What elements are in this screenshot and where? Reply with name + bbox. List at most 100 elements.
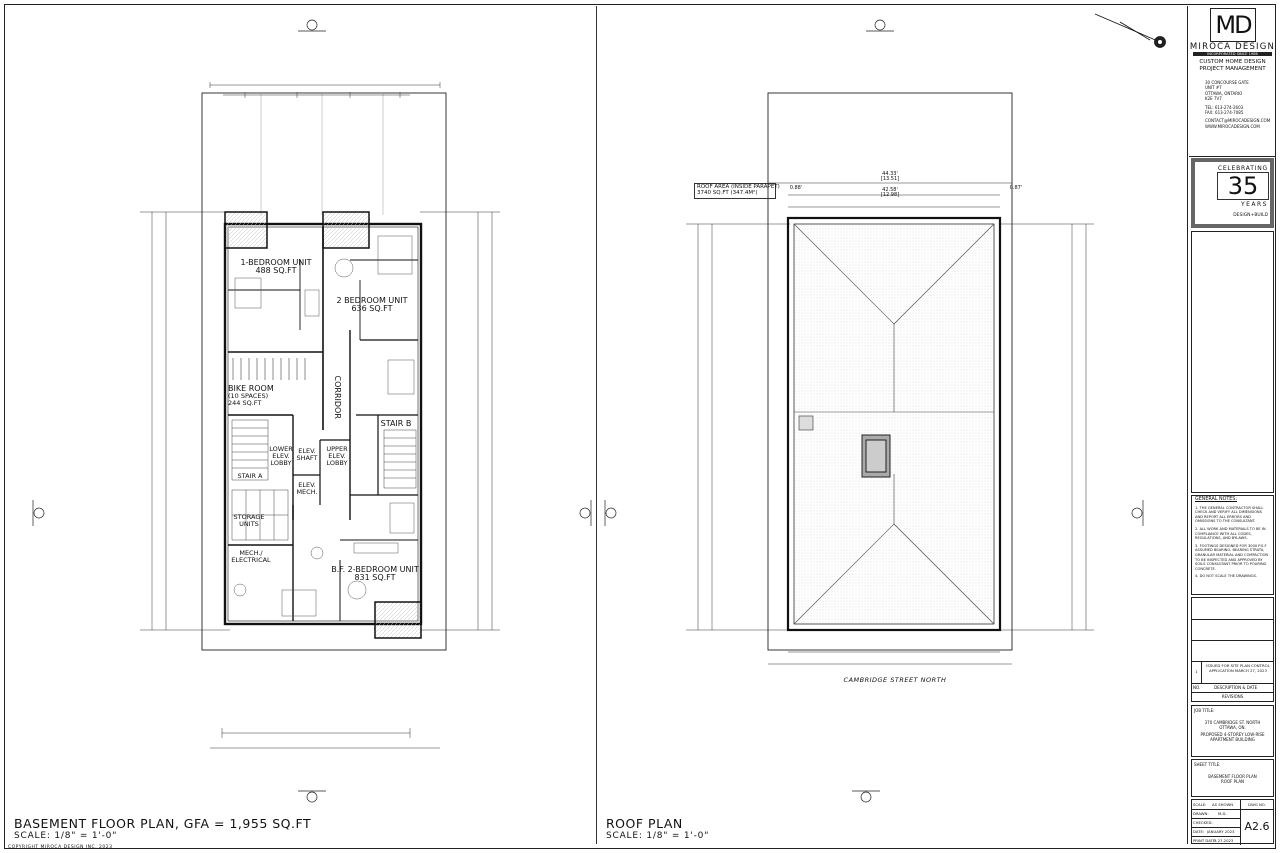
address-line-4: K2E 7V7 <box>1205 96 1222 102</box>
roof-dim-inner-metric: [12.98] <box>880 192 900 199</box>
elev-mech-line1: ELEV. <box>298 481 316 489</box>
drawn-field: DRAWN: M.D. <box>1192 809 1240 819</box>
company-logo: MD <box>1210 8 1256 42</box>
sheet-line-1: BASEMENT FLOOR PLAN <box>1208 774 1257 779</box>
drawing-info-fields: SCALE: AS SHOWN DRAWN: M.D. CHECKED: DAT… <box>1192 800 1241 845</box>
storage-line1: STORAGE <box>233 513 265 521</box>
sheet-divider <box>596 6 597 844</box>
general-notes: GENERAL NOTES: 1. THE GENERAL CONTRACTOR… <box>1191 495 1274 595</box>
job-title-text: 370 CAMBRIDGE ST. NORTH OTTAWA, ON. PROP… <box>1192 720 1273 742</box>
basement-bottom-dimensions <box>210 728 440 749</box>
print-date-label: PRINT DATE: <box>1193 838 1217 843</box>
scale-value: AS SHOWN <box>1212 802 1234 807</box>
scale-field: SCALE: AS SHOWN <box>1192 800 1240 810</box>
room-stair-a: STAIR A <box>232 473 268 480</box>
revision-description: ISSUED FOR SITE PLAN CONTROL APPLICATION… <box>1206 663 1270 673</box>
basement-building <box>223 211 423 639</box>
bike-room-area: 244 SQ.FT <box>228 399 262 408</box>
sheet-title-panel: SHEET TITLE: BASEMENT FLOOR PLAN ROOF PL… <box>1191 759 1274 797</box>
revisions-table: 1 ISSUED FOR SITE PLAN CONTROL APPLICATI… <box>1191 597 1274 702</box>
sheet-title-label: SHEET TITLE: <box>1194 762 1221 767</box>
drawing-info-panel: SCALE: AS SHOWN DRAWN: M.D. CHECKED: DAT… <box>1191 799 1274 845</box>
bf-unit-area: 831 SQ.FT <box>354 573 396 583</box>
bf-unit-label: B.F. 2-BEDROOM UNIT <box>331 565 419 574</box>
sheet-border <box>4 4 1276 849</box>
roof-area-box: ROOF AREA (INSIDE PARAPET) 3740 SQ.FT (3… <box>694 183 780 199</box>
storage-line2: UNITS <box>239 519 259 528</box>
bike-room-spaces: (10 SPACES) <box>228 392 269 401</box>
title-block: MD MIROCA DESIGN INCORPORATED SINCE 1986… <box>1189 6 1276 845</box>
sheet-title-text: BASEMENT FLOOR PLAN ROOF PLAN <box>1192 774 1273 784</box>
note-1: 1. THE GENERAL CONTRACTOR SHALL CHECK AN… <box>1195 505 1264 524</box>
date-field: DATE: JANUARY 2023 <box>1192 827 1240 837</box>
one-bedroom-area: 488 SQ.FT <box>255 266 297 276</box>
roof-dim-top: 44.33' <box>882 171 898 177</box>
company-address: 30 CONCOURSE GATE UNIT #7 OTTAWA, ONTARI… <box>1205 80 1270 129</box>
room-mech-electrical: MECH./ ELECTRICAL <box>229 550 273 564</box>
upper-lobby-line2: ELEV. <box>328 451 346 460</box>
sheet-line-2: ROOF PLAN <box>1220 779 1245 784</box>
basement-site-outline <box>201 92 447 651</box>
lower-lobby-line1: LOWER <box>269 445 293 453</box>
revision-row-1: 1 ISSUED FOR SITE PLAN CONTROL APPLICATI… <box>1192 661 1273 684</box>
roof-slopes <box>793 223 995 625</box>
corridor-label: CORRIDOR <box>333 375 343 419</box>
stair-treads <box>231 419 417 489</box>
print-date-field: PRINT DATE: 3.27.2023 <box>1192 836 1240 845</box>
lower-lobby-line2: ELEV. <box>272 451 290 460</box>
email-link[interactable]: CONTACT@MIROCADESIGN.COM <box>1205 118 1271 124</box>
print-date-value: 3.27.2023 <box>1214 838 1234 843</box>
stair-b-label: STAIR B <box>380 419 412 428</box>
elev-mech-line2: MECH. <box>296 487 318 496</box>
elev-shaft-line1: ELEV. <box>298 447 316 455</box>
blank-panel <box>1191 231 1274 493</box>
revision-row-blank-1 <box>1192 598 1273 620</box>
roof-dimensions <box>686 180 1094 665</box>
address-line-2: UNIT #7 <box>1205 85 1222 91</box>
room-one-bedroom: 1-BEDROOM UNIT 488 SQ.FT <box>232 258 320 276</box>
room-two-bedroom: 2 BEDROOM UNIT 636 SQ.FT <box>324 296 420 314</box>
company-incorporated: INCORPORATED SINCE 1986 <box>1193 52 1272 56</box>
website-link[interactable]: WWW.MIROCADESIGN.COM <box>1205 123 1260 129</box>
room-elev-shaft: ELEV. SHAFT <box>294 448 320 462</box>
address-line-1: 30 CONCOURSE GATE <box>1205 80 1249 85</box>
room-storage: STORAGE UNITS <box>230 514 268 528</box>
job-line-3: PROPOSED 4-STOREY LOW-RISE <box>1200 732 1265 737</box>
roof-dim-top-metric: [13.51] <box>880 176 900 183</box>
copyright: COPYRIGHT MIROCA DESIGN INC. 2023 <box>8 845 113 850</box>
mech-line2: ELECTRICAL <box>231 555 271 564</box>
job-title-label: JOB TITLE: <box>1194 708 1215 713</box>
checked-label: CHECKED: <box>1193 820 1213 825</box>
basement-section-marks <box>32 19 592 803</box>
anniversary-years: YEARS <box>1240 201 1268 208</box>
drawn-value: M.D. <box>1218 811 1227 816</box>
anniversary-celebrating: CELEBRATING <box>1217 165 1268 172</box>
revision-header: NO. DESCRIPTION & DATE <box>1192 683 1273 693</box>
job-title-panel: JOB TITLE: 370 CAMBRIDGE ST. NORTH OTTAW… <box>1191 705 1274 757</box>
revisions-caption: REVISIONS <box>1221 694 1244 699</box>
basement-top-dimensions <box>209 82 441 98</box>
roof-inner-dimension: 42.58' [12.98] <box>870 187 910 199</box>
scale-label: SCALE: <box>1193 802 1207 807</box>
revision-col-desc: DESCRIPTION & DATE <box>1214 685 1258 690</box>
note-4: 4. DO NOT SCALE THE DRAWINGS. <box>1195 574 1258 579</box>
room-bf-unit: B.F. 2-BEDROOM UNIT 831 SQ.FT <box>330 565 420 583</box>
room-elev-mech: ELEV. MECH. <box>294 482 320 496</box>
upper-lobby-line1: UPPER <box>326 445 348 453</box>
roof-left-dimension: 0.88' <box>789 185 803 191</box>
roof-access <box>798 415 814 431</box>
date-label: DATE: <box>1193 829 1205 834</box>
mech-line1: MECH./ <box>239 549 263 557</box>
roof-right-dimension: 0.87' <box>1009 185 1023 191</box>
north-arrow <box>1094 13 1166 48</box>
revision-number: 1 <box>1192 661 1202 683</box>
room-stair-b: STAIR B <box>376 419 416 428</box>
two-bedroom-label: 2 BEDROOM UNIT <box>336 296 408 305</box>
basement-grid-lines <box>260 93 384 215</box>
service-line-2: PROJECT MANAGEMENT <box>1199 66 1266 72</box>
notes-title: GENERAL NOTES: <box>1195 497 1237 502</box>
elev-shaft-line2: SHAFT <box>296 453 318 462</box>
upper-lobby-line3: LOBBY <box>326 458 348 467</box>
note-2: 2. ALL WORK AND MATERIALS TO BE IN COMPL… <box>1195 526 1266 541</box>
note-3: 3. FOOTINGS DESIGNED FOR 3000 P.S.F ASSU… <box>1195 543 1269 571</box>
